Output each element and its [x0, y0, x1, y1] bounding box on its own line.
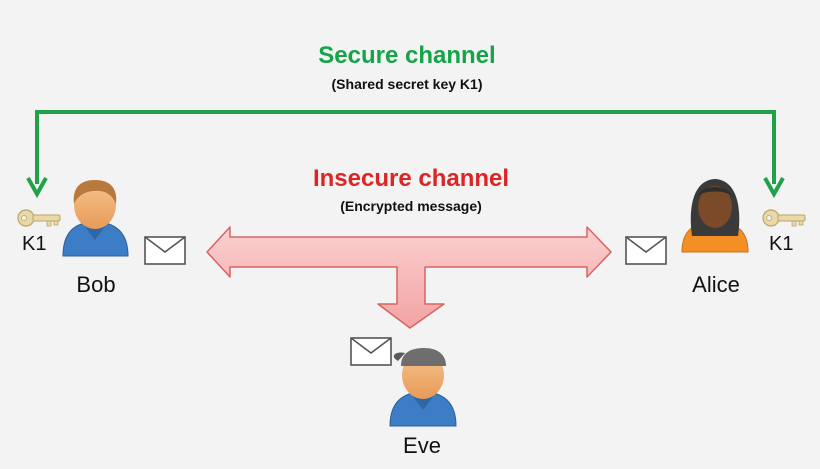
key-icon [762, 209, 806, 227]
insecure-channel-arrow [206, 226, 612, 329]
user-icon [389, 348, 457, 427]
secure-channel-line [35, 110, 776, 184]
secure-channel-subtitle: (Shared secret key K1) [331, 76, 483, 92]
insecure-channel-subtitle: (Encrypted message) [340, 198, 482, 214]
alice-key-label: K1 [769, 233, 794, 255]
secure-channel-title: Secure channel [318, 42, 496, 69]
bob-name: Bob [76, 272, 116, 297]
insecure-channel-title: Insecure channel [312, 165, 510, 192]
user-icon [681, 179, 749, 253]
bob-key-label: K1 [22, 233, 47, 255]
secure-arrowhead-right [763, 177, 785, 199]
user-icon [62, 180, 129, 257]
eve-name: Eve [403, 433, 441, 458]
alice-name: Alice [692, 272, 740, 297]
envelope-icon [625, 236, 667, 265]
key-icon [17, 209, 61, 227]
envelope-icon [350, 337, 392, 366]
secure-arrowhead-left [26, 177, 48, 199]
envelope-icon [144, 236, 186, 265]
